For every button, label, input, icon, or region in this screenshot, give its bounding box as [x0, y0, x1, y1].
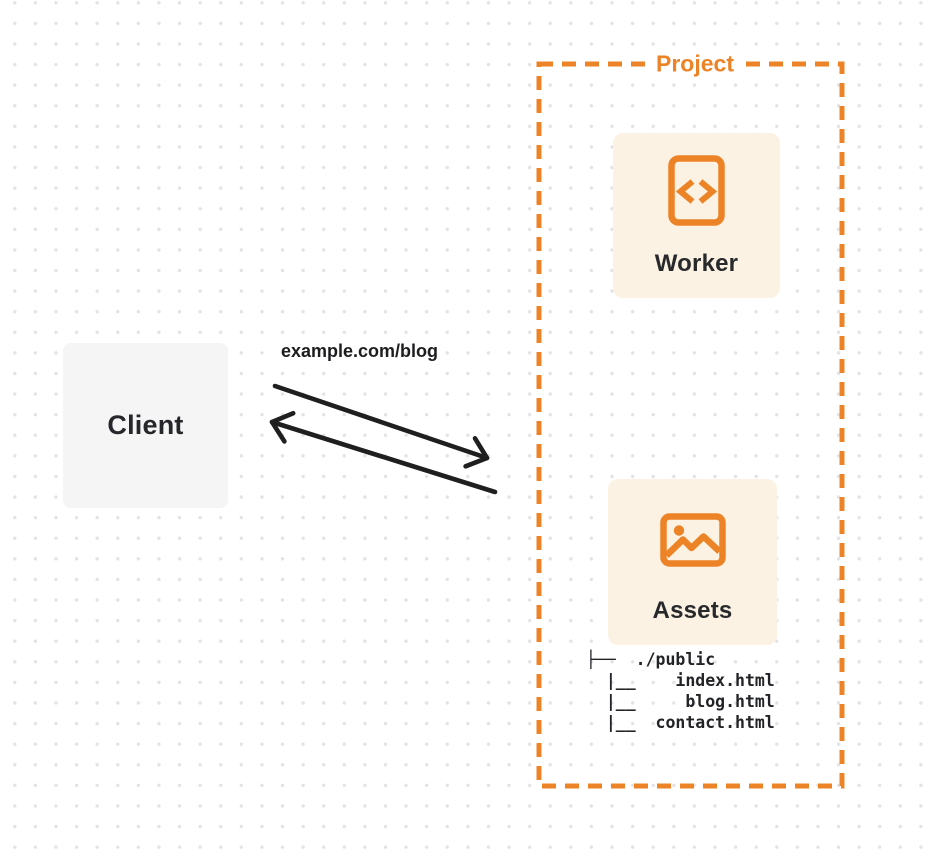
image-icon	[659, 513, 726, 567]
arrow-project-to-client	[269, 419, 498, 495]
arrowhead-left-icon	[269, 410, 296, 444]
client-node-label: Client	[107, 410, 184, 440]
client-node: Client	[63, 343, 228, 508]
worker-node: Worker	[613, 133, 780, 298]
arrow-client-to-project	[272, 383, 490, 461]
assets-node: Assets	[608, 479, 777, 645]
request-url-label: example.com/blog	[281, 341, 439, 361]
assets-node-label: Assets	[652, 597, 733, 624]
project-boundary-label: Project	[646, 49, 744, 79]
assets-file-tree: ├── ./public |__ index.html |__ blog.htm…	[586, 650, 775, 732]
arrowhead-right-icon	[463, 436, 490, 469]
code-document-icon	[668, 155, 725, 226]
worker-node-label: Worker	[654, 250, 739, 277]
